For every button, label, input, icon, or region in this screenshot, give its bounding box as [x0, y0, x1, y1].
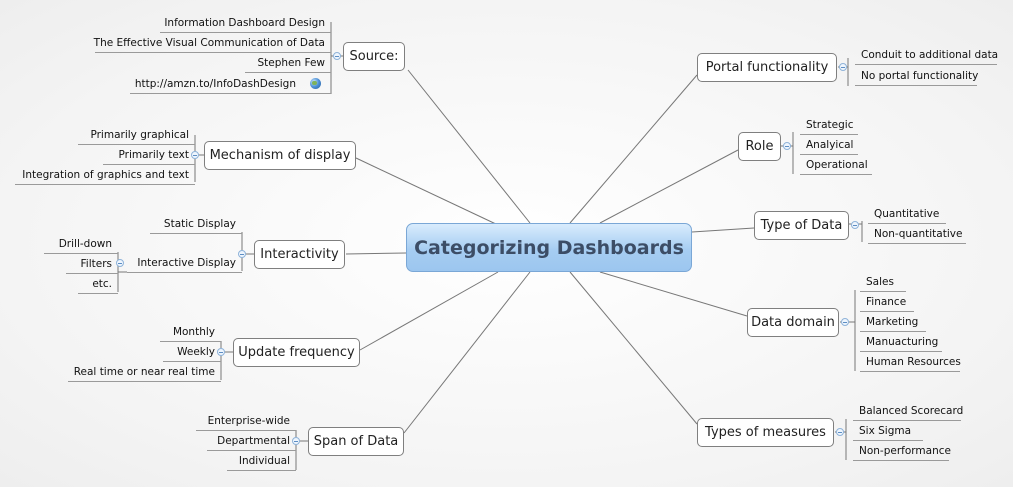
topic-types-of-measures[interactable]: Types of measures [697, 418, 834, 447]
globe-icon[interactable] [310, 78, 321, 89]
type-of-data-item[interactable]: Non-quantitative [868, 224, 966, 244]
mechanism-item[interactable]: Primarily graphical [78, 125, 195, 145]
interactive-child-item[interactable]: Drill-down [44, 234, 118, 254]
interactivity-item[interactable]: Interactive Display [127, 253, 242, 273]
source-link-text[interactable]: http://amzn.to/InfoDashDesign [134, 77, 296, 90]
update-item[interactable]: Monthly [160, 322, 221, 342]
topic-mechanism[interactable]: Mechanism of display [204, 141, 356, 170]
collapse-interactivity-icon[interactable] [238, 250, 246, 258]
interactivity-item[interactable]: Static Display [150, 214, 242, 234]
collapse-span-icon[interactable] [292, 437, 300, 445]
update-item[interactable]: Weekly [163, 342, 221, 362]
topic-interactivity[interactable]: Interactivity [254, 240, 345, 269]
central-topic[interactable]: Categorizing Dashboards [406, 223, 692, 272]
update-item[interactable]: Real time or near real time [68, 362, 221, 382]
interactive-child-item[interactable]: etc. [78, 274, 118, 294]
domain-item[interactable]: Human Resources [860, 352, 961, 372]
topic-role[interactable]: Role [738, 132, 781, 161]
collapse-role-icon[interactable] [783, 142, 791, 150]
source-item[interactable]: The Effective Visual Communication of Da… [94, 33, 331, 53]
collapse-interactive-display-icon[interactable] [116, 259, 124, 267]
measures-item[interactable]: Six Sigma [853, 421, 923, 441]
collapse-domain-icon[interactable] [841, 318, 849, 326]
mechanism-item[interactable]: Primarily text [103, 145, 195, 165]
collapse-type-of-data-icon[interactable] [851, 221, 859, 229]
source-item[interactable]: Information Dashboard Design [160, 13, 331, 33]
collapse-update-icon[interactable] [217, 348, 225, 356]
type-of-data-item[interactable]: Quantitative [868, 204, 946, 224]
collapse-source-icon[interactable] [333, 52, 341, 60]
span-item[interactable]: Individual [227, 451, 296, 471]
source-link-item[interactable]: http://amzn.to/InfoDashDesign [130, 74, 331, 94]
measures-item[interactable]: Non-performance [853, 441, 951, 461]
topic-portal-functionality[interactable]: Portal functionality [697, 53, 837, 82]
collapse-mechanism-icon[interactable] [191, 151, 199, 159]
span-item[interactable]: Departmental [207, 431, 296, 451]
topic-update-frequency[interactable]: Update frequency [233, 338, 360, 367]
domain-item[interactable]: Sales [860, 272, 906, 292]
interactive-child-item[interactable]: Filters [66, 254, 118, 274]
domain-item[interactable]: Manuacturing [860, 332, 942, 352]
span-item[interactable]: Enterprise-wide [196, 411, 296, 431]
role-item[interactable]: Analyical [800, 135, 858, 155]
topic-data-domain[interactable]: Data domain [747, 308, 839, 337]
measures-item[interactable]: Balanced Scorecard [853, 401, 963, 421]
role-item[interactable]: Strategic [800, 115, 858, 135]
mechanism-item[interactable]: Integration of graphics and text [15, 165, 195, 185]
source-item[interactable]: Stephen Few [245, 53, 331, 73]
collapse-portal-icon[interactable] [839, 63, 847, 71]
domain-item[interactable]: Finance [860, 292, 914, 312]
topic-span-of-data[interactable]: Span of Data [308, 427, 404, 456]
portal-item[interactable]: Conduit to additional data [855, 45, 998, 65]
collapse-measures-icon[interactable] [836, 428, 844, 436]
role-item[interactable]: Operational [800, 155, 872, 175]
portal-item[interactable]: No portal functionality [855, 66, 978, 86]
domain-item[interactable]: Marketing [860, 312, 926, 332]
topic-source[interactable]: Source: [343, 42, 405, 71]
topic-type-of-data[interactable]: Type of Data [754, 211, 849, 240]
